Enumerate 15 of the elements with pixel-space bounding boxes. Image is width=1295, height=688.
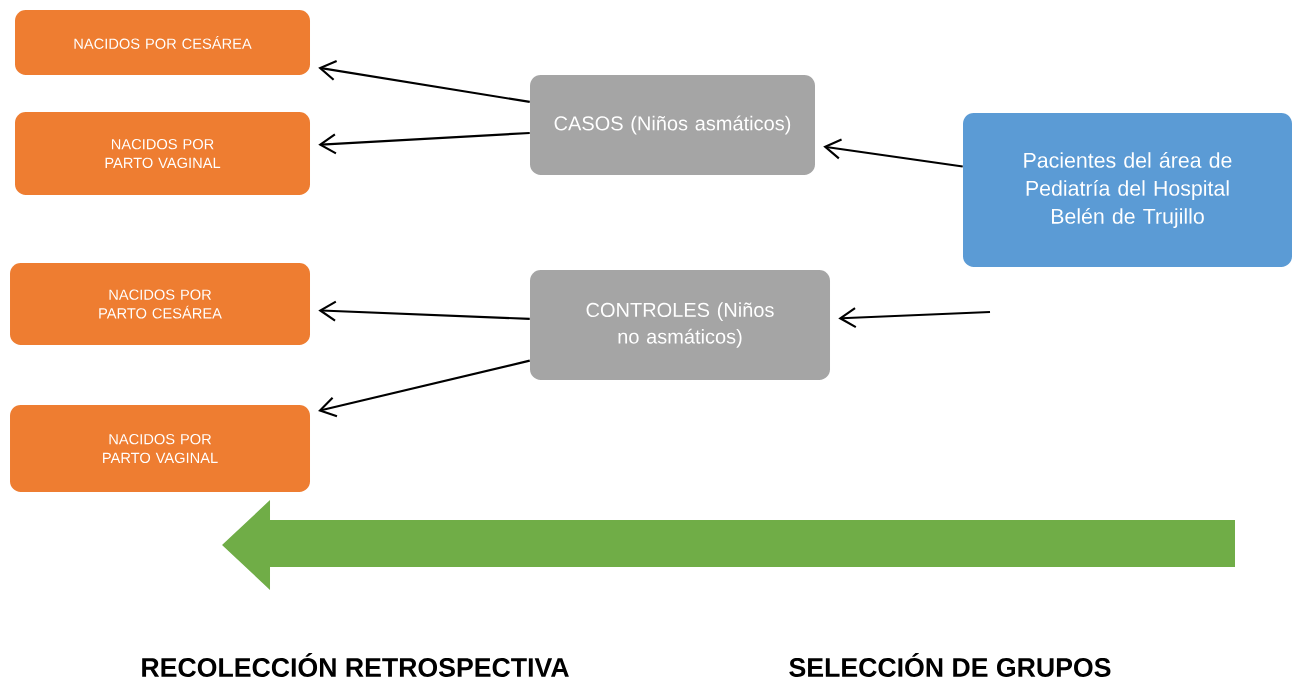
arrow (318, 131, 530, 155)
process-box: NACIDOS POR CESÁREA (15, 10, 310, 75)
process-box: CONTROLES (Niños no asmáticos) (530, 270, 830, 380)
arrow (318, 60, 530, 103)
process-box: NACIDOS POR PARTO VAGINAL (10, 405, 310, 492)
process-box: NACIDOS POR PARTO VAGINAL (15, 112, 310, 195)
process-box: NACIDOS POR PARTO CESÁREA (10, 263, 310, 345)
arrow (838, 307, 991, 329)
section-label: RECOLECCIÓN RETROSPECTIVA (142, 653, 569, 677)
section-label: SELECCIÓN DE GRUPOS (789, 653, 1111, 677)
process-box: CASOS (Niños asmáticos) (530, 75, 815, 175)
arrow (318, 300, 530, 322)
process-box: Pacientes del área de Pediatría del Hospital Belén de Trujillo (963, 113, 1292, 267)
arrow (318, 359, 530, 418)
arrow (823, 138, 963, 168)
